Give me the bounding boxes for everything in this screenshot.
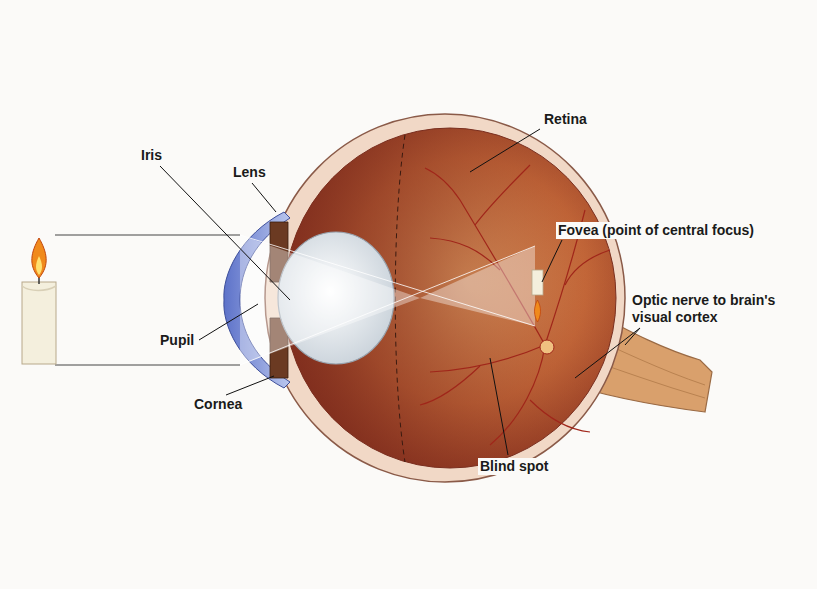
fovea-label: Fovea (point of central focus) [556, 222, 756, 239]
inverted-flame [534, 300, 540, 322]
blind-spot-label: Blind spot [478, 458, 550, 475]
cornea-label: Cornea [192, 396, 244, 413]
lens-label: Lens [231, 164, 268, 181]
pupil-label: Pupil [158, 332, 196, 349]
iris-label: Iris [139, 147, 164, 164]
ray [55, 365, 240, 366]
inverted-candle [532, 270, 543, 295]
flame-core [36, 256, 42, 275]
optic-nerve-label: Optic nerve to brain's visual cortex [630, 292, 806, 326]
light-beam [240, 235, 535, 365]
optic-disc [540, 340, 554, 354]
flame [32, 238, 46, 278]
leader-lines [160, 129, 640, 455]
candle [22, 282, 56, 364]
candle-top [22, 286, 56, 291]
ray [55, 235, 240, 236]
beam-edges [240, 235, 535, 365]
retina-label: Retina [542, 111, 589, 128]
